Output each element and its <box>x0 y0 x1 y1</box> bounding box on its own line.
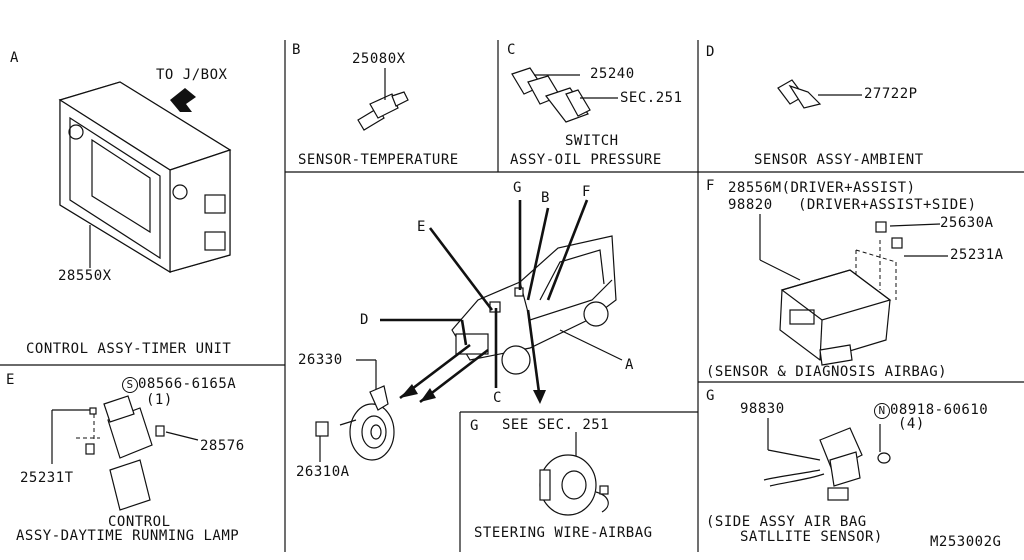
drl-screw-quantity: (1) <box>146 392 173 408</box>
oil-switch-section-ref: SEC.251 <box>620 90 683 106</box>
drl-unit-part-number: 28576 <box>200 438 245 454</box>
steering-wire-caption: STEERING WIRE-AIRBAG <box>474 525 653 541</box>
temperature-sensor-caption: SENSOR-TEMPERATURE <box>298 152 459 168</box>
airbag-sensor-caption: (SENSOR & DIAGNOSIS AIRBAG) <box>706 364 948 380</box>
drl-control-drawing <box>51 395 199 511</box>
steering-wire-drawing <box>539 432 609 516</box>
panel-borders <box>0 40 1024 552</box>
airbag-sensor-drawing <box>759 214 948 366</box>
airbag-sensor-driver-part: 28556M(DRIVER+ASSIST) <box>728 180 916 196</box>
callout-e: E <box>417 219 426 235</box>
airbag-sensor-side-desc: (DRIVER+ASSIST+SIDE) <box>798 197 977 213</box>
callout-f: F <box>582 184 591 200</box>
airbag-sensor-side-part-number: 98820 <box>728 197 773 213</box>
timer-unit-drawing <box>58 81 232 274</box>
nut-symbol-icon: N <box>874 403 890 419</box>
satellite-nut-part-number: 08918-60610 <box>890 402 989 418</box>
satellite-nut-quantity: (4) <box>898 416 925 432</box>
section-c-letter: C <box>507 42 516 58</box>
screw-symbol-icon: S <box>122 377 138 393</box>
section-g-lower-letter: G <box>470 418 479 434</box>
drl-caption-line1: CONTROL <box>108 514 171 530</box>
section-a-letter: A <box>10 50 19 66</box>
airbag-bolt-part-number: 25630A <box>940 215 994 231</box>
section-g-right-letter: G <box>706 388 715 404</box>
section-b-letter: B <box>292 42 301 58</box>
airbag-clip-part-number: 25231A <box>950 247 1004 263</box>
to-jbox-note: TO J/BOX <box>156 67 228 83</box>
callout-c: C <box>493 390 502 406</box>
steering-wire-section-ref: SEE SEC. 251 <box>502 417 610 433</box>
callout-a: A <box>625 357 634 373</box>
section-e-letter: E <box>6 372 15 388</box>
timer-unit-part-number: 28550X <box>58 268 112 284</box>
oil-switch-caption-line2: ASSY-OIL PRESSURE <box>510 152 662 168</box>
drl-caption-line2: ASSY-DAYTIME RUNMING LAMP <box>16 528 240 544</box>
horn-bolt-part-number: 26310A <box>296 464 350 480</box>
vehicle-callout-lines <box>380 199 623 404</box>
section-f-letter: F <box>706 178 715 194</box>
temperature-sensor-part-number: 25080X <box>352 51 406 67</box>
drl-screw-part-number: 08566-6165A <box>138 376 237 392</box>
ambient-sensor-caption: SENSOR ASSY-AMBIENT <box>754 152 924 168</box>
drawing-number: M253002G <box>930 534 1002 550</box>
drl-clip-part-number: 25231T <box>20 470 74 486</box>
ambient-sensor-drawing <box>777 79 862 109</box>
oil-switch-part-number: 25240 <box>590 66 635 82</box>
callout-d: D <box>360 312 369 328</box>
temperature-sensor-drawing <box>357 68 409 131</box>
oil-pressure-switch-drawing <box>511 67 618 123</box>
satellite-sensor-drawing <box>763 418 891 501</box>
oil-switch-caption-line1: SWITCH <box>565 133 619 149</box>
timer-unit-caption: CONTROL ASSY-TIMER UNIT <box>26 341 232 357</box>
ambient-sensor-part-number: 27722P <box>864 86 918 102</box>
horn-part-number: 26330 <box>298 352 343 368</box>
satellite-sensor-caption-line2: SATLLITE SENSOR) <box>740 529 883 545</box>
callout-b: B <box>541 190 550 206</box>
horn-drawing <box>315 359 395 462</box>
callout-g: G <box>513 180 522 196</box>
satellite-sensor-caption-line1: (SIDE ASSY AIR BAG <box>706 514 867 530</box>
section-d-letter: D <box>706 44 715 60</box>
satellite-sensor-part-number: 98830 <box>740 401 785 417</box>
